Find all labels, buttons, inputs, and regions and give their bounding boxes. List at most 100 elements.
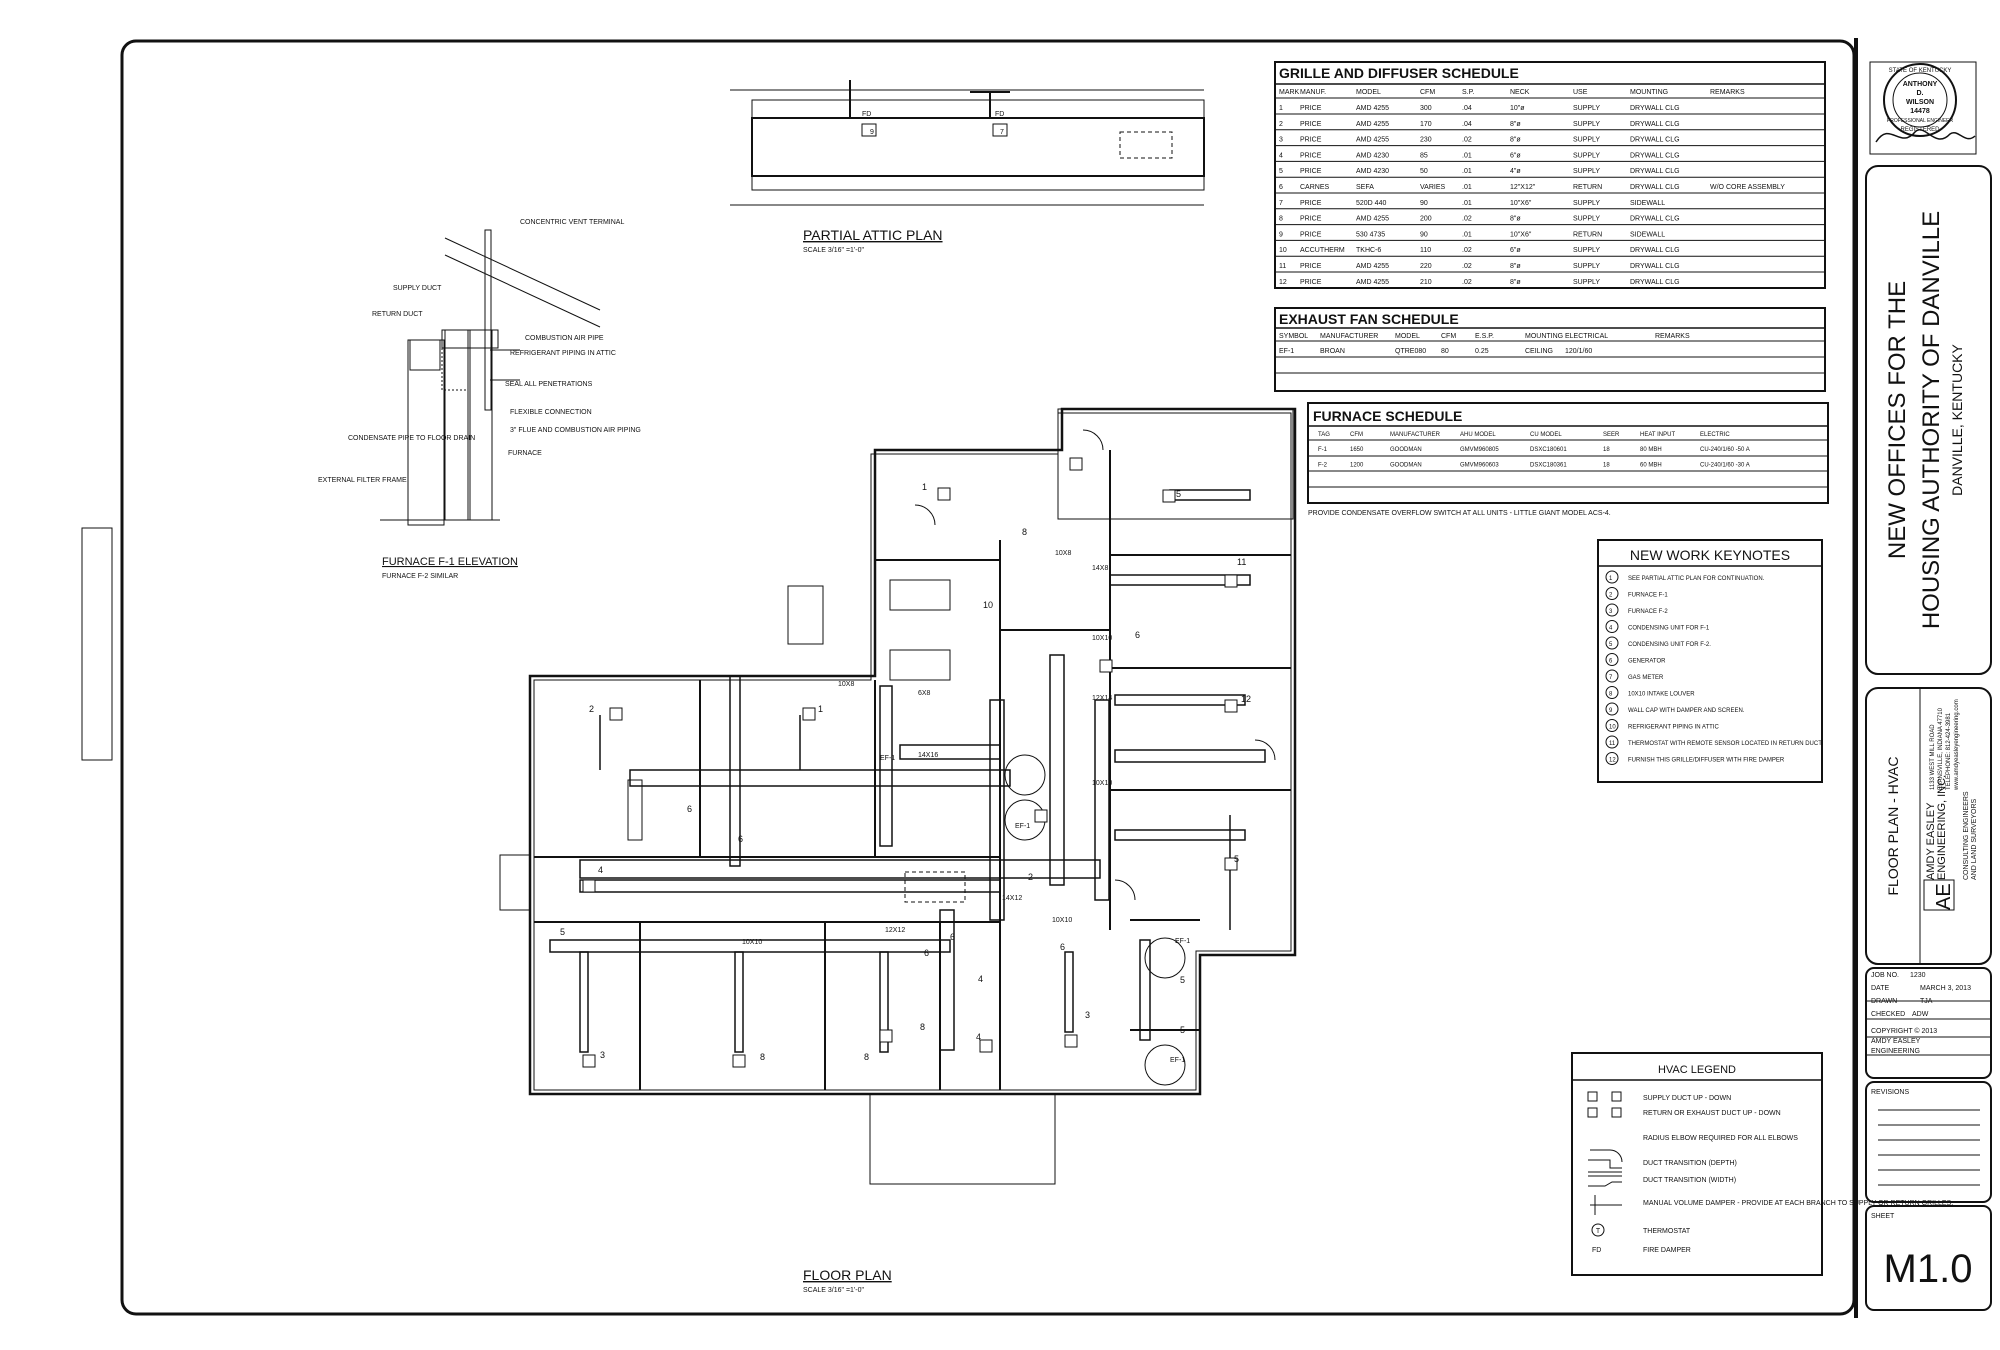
copyright-line1: COPYRIGHT © 2013 (1871, 1027, 1937, 1035)
seal-initial: D. (1917, 90, 1924, 97)
grille-cell: DRYWALL CLG (1630, 216, 1680, 223)
checked-value: ADW (1912, 1011, 1929, 1018)
grille-cell: .04 (1462, 105, 1472, 112)
svg-text:4: 4 (598, 865, 603, 875)
grille-cell: .01 (1462, 231, 1472, 238)
grille-cell: PRICE (1300, 152, 1322, 159)
return-up-icon (1587, 1107, 1598, 1118)
grille-cell: PRICE (1300, 200, 1322, 207)
grille-cell: .01 (1462, 168, 1472, 175)
grille-cell: PRICE (1300, 263, 1322, 270)
keynote-marker-icon (1605, 735, 1619, 749)
grille-cell: SUPPLY (1573, 137, 1600, 144)
elev-label-seal: SEAL ALL PENETRATIONS (505, 381, 593, 388)
floor-plan-scale: SCALE 3/16" =1'-0" (803, 1287, 864, 1294)
ef-label: EF-1 (1175, 938, 1190, 945)
grille-cell: 8"ø (1510, 216, 1521, 223)
svg-text:5: 5 (1176, 489, 1181, 499)
furnace-schedule-title: FURNACE SCHEDULE (1313, 408, 1462, 424)
binding-mark (81, 527, 113, 761)
exhaust-cell: CEILING (1525, 348, 1553, 355)
grille-cell: 10"X6" (1510, 231, 1532, 238)
sheet-title: FLOOR PLAN - HVAC (1885, 757, 1901, 896)
legend-item-label: THERMOSTAT (1643, 1228, 1691, 1235)
title-block-strip (1854, 38, 1858, 1318)
furnace-cell: 1650 (1350, 447, 1364, 453)
furnace-header-cell: MANUFACTURER (1390, 432, 1441, 438)
grille-cell: ACCUTHERM (1300, 247, 1345, 254)
svg-text:10: 10 (983, 600, 993, 610)
exhaust-header-cell: MANUFACTURER (1320, 333, 1378, 340)
grille-cell: SUPPLY (1573, 263, 1600, 270)
partial-attic-plan (730, 80, 1205, 206)
exhaust-cell: 0.25 (1475, 348, 1489, 355)
svg-text:6: 6 (950, 932, 955, 942)
project-title-line2: HOUSING AUTHORITY OF DANVILLE (1918, 211, 1945, 629)
grille-header-cell: MANUF. (1300, 89, 1326, 96)
svg-text:8: 8 (920, 1022, 925, 1032)
svg-text:4: 4 (978, 974, 983, 984)
grille-cell: 200 (1420, 216, 1432, 223)
grille-cell: 90 (1420, 231, 1428, 238)
furnace-cell: GMVM960603 (1460, 463, 1499, 469)
grille-cell: 8"ø (1510, 263, 1521, 270)
grille-header-cell: MODEL (1356, 89, 1381, 96)
furnace-header-cell: CFM (1350, 432, 1363, 438)
seal-number: 14478 (1910, 108, 1930, 115)
grille-cell: SIDEWALL (1630, 231, 1665, 238)
duct-size-label: 10X10 (742, 939, 762, 946)
duct-size-label: 12X12 (885, 927, 905, 934)
grille-cell: 8"ø (1510, 137, 1521, 144)
svg-text:6: 6 (1135, 630, 1140, 640)
furnace-header-cell: TAG (1318, 432, 1330, 438)
firm-name-1: AMDY EASLEY (1925, 802, 1937, 880)
seal-profession: PROFESSIONAL ENGINEER (1887, 118, 1954, 124)
keynote-number: 4 (1609, 626, 1613, 632)
checked-label: CHECKED (1871, 1011, 1905, 1018)
keynote-marker-icon (1605, 603, 1619, 617)
grille-cell: 210 (1420, 279, 1432, 286)
grille-cell: 12"X12" (1510, 184, 1536, 191)
grille-cell: 8"ø (1510, 121, 1521, 128)
attic-tag-9: 9 (870, 129, 874, 136)
grille-cell: DRYWALL CLG (1630, 137, 1680, 144)
grille-cell: 90 (1420, 200, 1428, 207)
grille-cell: DRYWALL CLG (1630, 184, 1680, 191)
job-label: JOB NO. (1871, 972, 1899, 979)
hvac-legend: HVAC LEGEND T FD SUPPLY DUCT UP - DOWNRE… (1571, 1052, 1953, 1276)
grille-cell: AMD 4255 (1356, 216, 1389, 223)
grille-cell: PRICE (1300, 137, 1322, 144)
grille-mark: 9 (1279, 231, 1283, 238)
exhaust-header-cell: ELECTRICAL (1565, 333, 1608, 340)
keynote-text: FURNACE F-1 (1628, 593, 1668, 599)
elev-label-return: RETURN DUCT (372, 311, 423, 318)
project-location: DANVILLE, KENTUCKY (1949, 343, 1965, 495)
svg-text:11: 11 (1237, 557, 1246, 567)
svg-text:6: 6 (924, 948, 929, 958)
keynote-text: THERMOSTAT WITH REMOTE SENSOR LOCATED IN… (1628, 741, 1823, 747)
grille-cell: 8"ø (1510, 279, 1521, 286)
furnace-cell: 18 (1603, 463, 1610, 469)
grille-cell: .01 (1462, 184, 1472, 191)
grille-cell: .01 (1462, 152, 1472, 159)
duct-size-label: 14X8 (1092, 565, 1108, 572)
keynote-number: 7 (1609, 675, 1613, 681)
grille-header-cell: MARK (1279, 89, 1300, 96)
keynote-text: FURNISH THIS GRILLE/DIFFUSER WITH FIRE D… (1628, 758, 1785, 764)
firm-address-2: EVANSVILLE, INDIANA 47710 (1938, 707, 1944, 790)
keynote-marker-icon (1605, 752, 1619, 765)
keynote-text: WALL CAP WITH DAMPER AND SCREEN. (1628, 708, 1745, 714)
keynote-marker-icon (1605, 587, 1619, 600)
furnace-cell: F-1 (1318, 447, 1328, 453)
grille-mark: 12 (1279, 279, 1287, 286)
duct-size-label: 14X16 (918, 752, 938, 759)
grille-cell: 6"ø (1510, 247, 1521, 254)
grille-mark: 1 (1279, 105, 1283, 112)
exhaust-cell: BROAN (1320, 348, 1345, 355)
floor-plan-title: FLOOR PLAN (803, 1267, 892, 1283)
grille-cell: DRYWALL CLG (1630, 279, 1680, 286)
grille-mark: 6 (1279, 184, 1283, 191)
svg-text:1: 1 (818, 704, 823, 714)
